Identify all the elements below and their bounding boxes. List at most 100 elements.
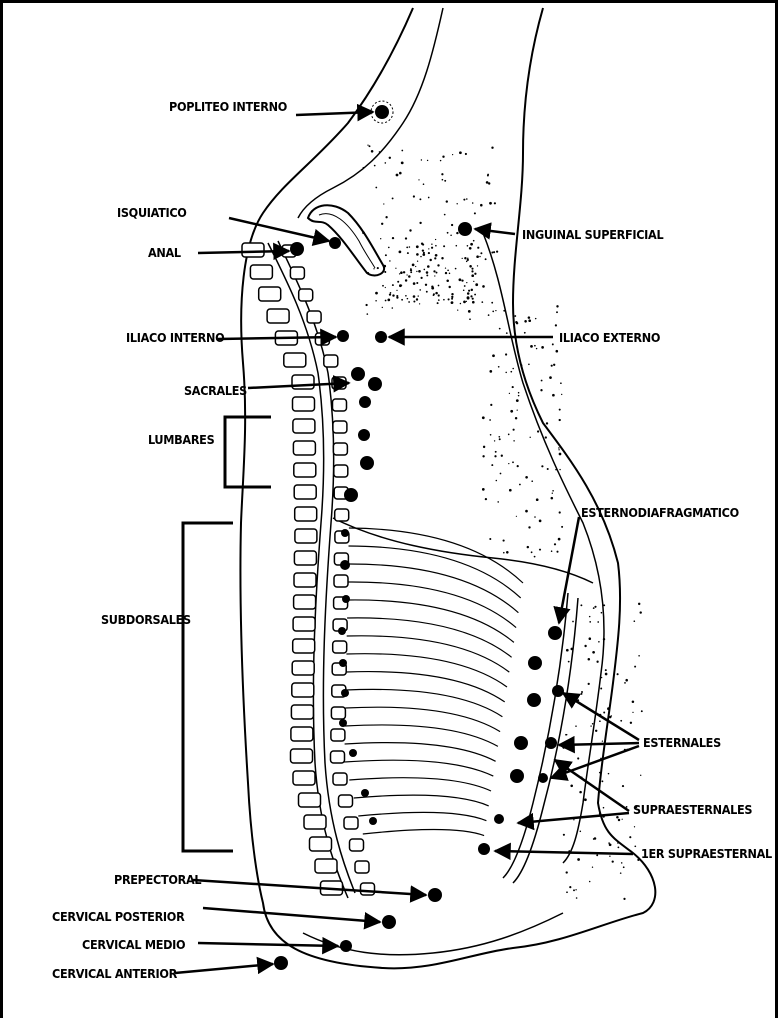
stipple-dot-243 [566,649,569,652]
stipple-dot-2 [367,144,368,145]
stipple-dot-440 [399,251,402,254]
stipple-dot-326 [624,682,626,684]
stipple-dot-211 [482,416,485,419]
vertebra-8 [293,397,315,411]
vertebra-26 [299,793,321,807]
stipple-dot-438 [462,258,463,259]
stipple-dot-313 [603,638,605,640]
stipple-dot-384 [397,281,399,283]
stipple-dot-222 [602,740,603,741]
node-subdorsal-10 [369,817,377,825]
stipple-dot-230 [580,831,582,833]
stipple-dot-12 [495,310,496,311]
vertebra-14 [295,529,317,543]
stipple-dot-415 [407,298,409,300]
node-cervical-medio [340,940,352,952]
node-esternal-7 [538,773,548,783]
stipple-dot-214 [552,394,555,397]
stipple-dot-219 [497,501,499,503]
rib-10 [346,689,503,716]
stipple-dot-236 [563,834,565,836]
stipple-dot-189 [549,376,552,379]
stipple-dot-270 [630,722,632,724]
label-iliaco-interno: ILIACO INTERNO [126,330,224,345]
stipple-dot-217 [524,332,526,334]
stipple-dot-92 [426,291,428,293]
stipple-dot-281 [632,712,633,713]
stipple-dot-59 [401,162,404,165]
arrow-esternodiafragmatico [559,517,579,623]
node-sacral-3 [359,396,371,408]
stipple-dot-286 [601,780,603,782]
vertebra-body-22 [331,707,345,719]
node-supraesternal-1 [494,814,504,824]
stipple-dot-109 [457,309,458,310]
rib-3 [348,564,518,613]
stipple-dot-130 [528,364,530,366]
stipple-dot-422 [434,275,435,276]
stipple-dot-181 [490,434,492,436]
stipple-dot-138 [512,368,514,370]
stipple-dot-33 [381,223,383,225]
vertebra-body-6 [324,355,338,367]
stipple-dot-354 [445,267,446,268]
stipple-dot-79 [437,264,439,266]
stipple-dot-427 [426,274,428,276]
stipple-dot-333 [436,272,438,274]
stipple-dot-84 [480,204,483,207]
stipple-dot-180 [555,469,557,471]
node-lumbar-1 [358,429,370,441]
stipple-dot-343 [385,254,387,256]
vertebra-body-4 [307,311,321,323]
stipple-dot-269 [634,845,636,847]
stipple-dot-369 [407,252,409,254]
stipple-dot-276 [590,725,591,726]
stipple-dot-402 [417,261,418,262]
stipple-dot-221 [580,604,582,606]
stipple-dot-177 [482,488,485,491]
diaphragm-line [333,518,593,583]
stipple-dot-233 [618,819,620,821]
stipple-dot-40 [421,159,422,160]
stipple-dot-98 [389,157,391,159]
stipple-dot-107 [409,229,411,231]
stipple-dot-31 [473,240,475,242]
stipple-dot-49 [488,182,490,184]
stipple-dot-147 [551,497,554,500]
node-esternal-4 [545,737,557,749]
vertebra-body-26 [339,795,353,807]
stipple-dot-414 [449,273,451,275]
stipple-dot-412 [416,245,419,248]
rib-18 [363,830,484,836]
stipple-dot-6 [383,203,384,204]
stipple-dot-21 [494,202,496,204]
stipple-dot-215 [513,429,515,431]
vertebra-body-13 [335,509,349,521]
stipple-dot-355 [383,265,386,268]
stipple-dot-293 [571,648,574,651]
stipple-dot-204 [531,480,533,482]
label-1er-supraesternal: 1ER SUPRAESTERNAL [641,846,772,861]
ribs [344,528,523,836]
stipple-dot-198 [545,436,547,438]
stipple-dot-220 [529,437,530,438]
stipple-dot-168 [541,346,544,349]
stipple-dot-172 [547,468,549,470]
stipple-dot-137 [556,311,558,313]
stipple-dot-157 [488,314,490,316]
stipple-dot-426 [401,299,403,301]
label-prepectoral: PREPECTORAL [114,872,201,887]
vertebra-17 [294,595,316,609]
stipple-dot-348 [475,283,478,286]
stipple-dot-392 [469,265,472,268]
stipple-dot-387 [451,302,453,304]
stipple-dot-69 [491,251,493,253]
stipple-dot-82 [375,300,377,302]
stipple-dot-434 [431,247,433,249]
stipple-dot-358 [472,301,475,304]
stipple-dot-195 [561,394,562,395]
stipple-dot-35 [451,224,453,226]
vertebra-body-24 [331,751,345,763]
stipple-dot-290 [638,655,640,657]
stipple-dot-411 [418,295,419,296]
